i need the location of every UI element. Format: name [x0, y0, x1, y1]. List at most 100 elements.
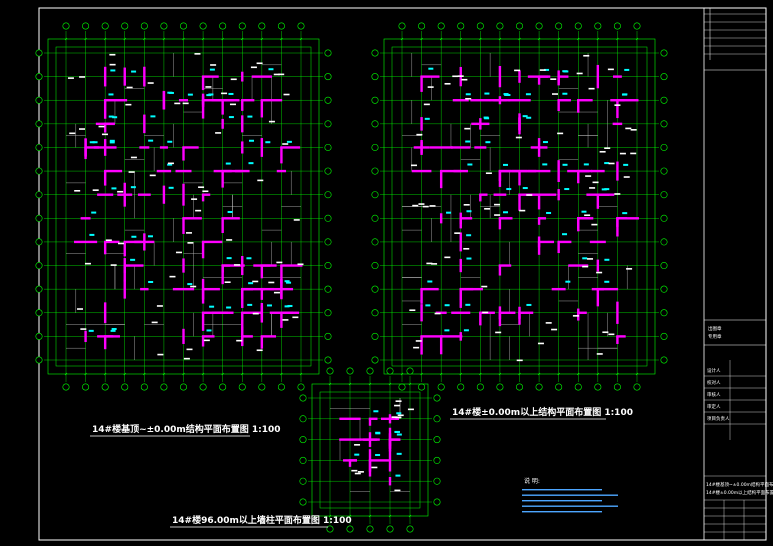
dimension-tick: [557, 37, 560, 41]
shear-wall: [616, 301, 619, 324]
member-label: [452, 75, 459, 78]
axis-bubble: [35, 332, 43, 340]
axis-bubble: [346, 367, 354, 375]
shear-wall: [201, 335, 215, 338]
tb-stamp-text: 专用章: [708, 333, 722, 340]
member-label: [276, 261, 283, 264]
member-label: [412, 204, 419, 207]
member-label: [591, 223, 598, 226]
shear-wall: [368, 417, 378, 420]
dimension-tick: [635, 37, 639, 41]
member-label: [619, 152, 626, 155]
member-label: [623, 176, 630, 178]
shear-wall: [451, 311, 471, 314]
wall-tag: [565, 280, 571, 283]
axis-bubble: [366, 525, 374, 533]
axis-bubble: [277, 383, 285, 391]
dimension-tick: [498, 372, 502, 376]
shear-wall: [420, 289, 423, 304]
shear-wall: [280, 264, 303, 267]
member-label: [194, 53, 201, 55]
member-label: [426, 262, 433, 265]
member-label: [608, 333, 615, 336]
shear-wall: [452, 99, 469, 102]
axis-bubble: [433, 456, 441, 464]
wall-tag: [247, 303, 253, 306]
axis-bubble: [660, 238, 668, 246]
wall-tag: [168, 186, 174, 189]
member-label: [80, 328, 87, 330]
member-label: [413, 346, 420, 349]
member-label: [84, 262, 91, 265]
axis-bubble: [660, 356, 668, 364]
dimension-tick: [143, 37, 146, 41]
tb-role-label: 项目负责人: [707, 415, 730, 422]
axis-bubble: [660, 214, 668, 222]
wall-tag: [147, 235, 153, 238]
member-label: [126, 86, 133, 89]
member-label: [537, 342, 544, 345]
title-block-content: 设计人校对人审核人审定人项目负责人14#楼基顶~±0.00m结构平面布置图14#…: [704, 8, 773, 540]
shear-wall: [162, 185, 166, 204]
shear-wall: [134, 240, 155, 244]
axis-bubble: [299, 415, 307, 423]
wall-tag: [604, 188, 610, 191]
axis-bubble: [555, 383, 563, 391]
shear-wall: [527, 169, 551, 173]
shear-wall: [221, 264, 231, 267]
axis-bubble: [660, 167, 668, 175]
wall-tag: [92, 141, 98, 144]
shear-wall: [260, 99, 283, 102]
plan-above-0m: [371, 22, 668, 391]
dimension-tick: [439, 37, 443, 41]
shear-wall: [276, 169, 287, 173]
member-label: [198, 186, 205, 189]
dimension-tick: [400, 37, 404, 41]
shear-wall: [241, 287, 265, 291]
shear-wall: [388, 438, 401, 441]
dimension-tick: [221, 37, 224, 41]
wall-tag: [354, 453, 360, 456]
shear-wall: [518, 169, 537, 173]
dimension-tick: [201, 372, 205, 376]
wall-tag: [504, 93, 510, 96]
axis-bubble: [160, 22, 168, 30]
wall-tag: [108, 93, 114, 96]
wall-tag: [131, 70, 137, 73]
shear-wall: [439, 213, 443, 224]
member-label: [434, 312, 441, 315]
shear-wall: [201, 194, 205, 202]
wall-tag: [167, 91, 173, 94]
dimension-tick: [518, 37, 521, 41]
member-label: [494, 214, 501, 216]
tb-sheet-name: 14#楼±0.00m以上结构平面布置图: [706, 489, 773, 496]
shear-wall: [260, 138, 264, 157]
axis-bubble: [121, 383, 129, 391]
wall-tag: [467, 163, 473, 166]
axis-bubble: [299, 394, 307, 402]
member-label: [550, 78, 557, 80]
wall-tag: [465, 140, 471, 143]
shear-wall: [234, 169, 250, 173]
wall-tag: [228, 116, 234, 119]
member-label: [415, 340, 422, 342]
wall-tag: [484, 92, 490, 95]
member-label: [130, 156, 137, 159]
wall-tag: [546, 211, 552, 214]
shear-wall: [156, 169, 172, 173]
axis-bubble: [515, 22, 523, 30]
wall-tag: [88, 329, 94, 332]
axis-bubble: [238, 22, 246, 30]
shear-wall: [459, 212, 462, 225]
wall-tag: [286, 281, 292, 284]
shear-wall: [474, 146, 487, 149]
plan1-title: 14#楼基顶~±0.00m结构平面布置图 1:100: [92, 423, 281, 435]
shear-wall: [471, 122, 490, 126]
shear-wall: [260, 287, 275, 291]
axis-bubble: [406, 525, 414, 533]
dimension-tick: [616, 372, 619, 376]
dimension-tick: [388, 382, 392, 386]
member-label: [625, 127, 632, 130]
dimension-tick: [143, 372, 146, 376]
dimension-tick: [537, 372, 541, 376]
